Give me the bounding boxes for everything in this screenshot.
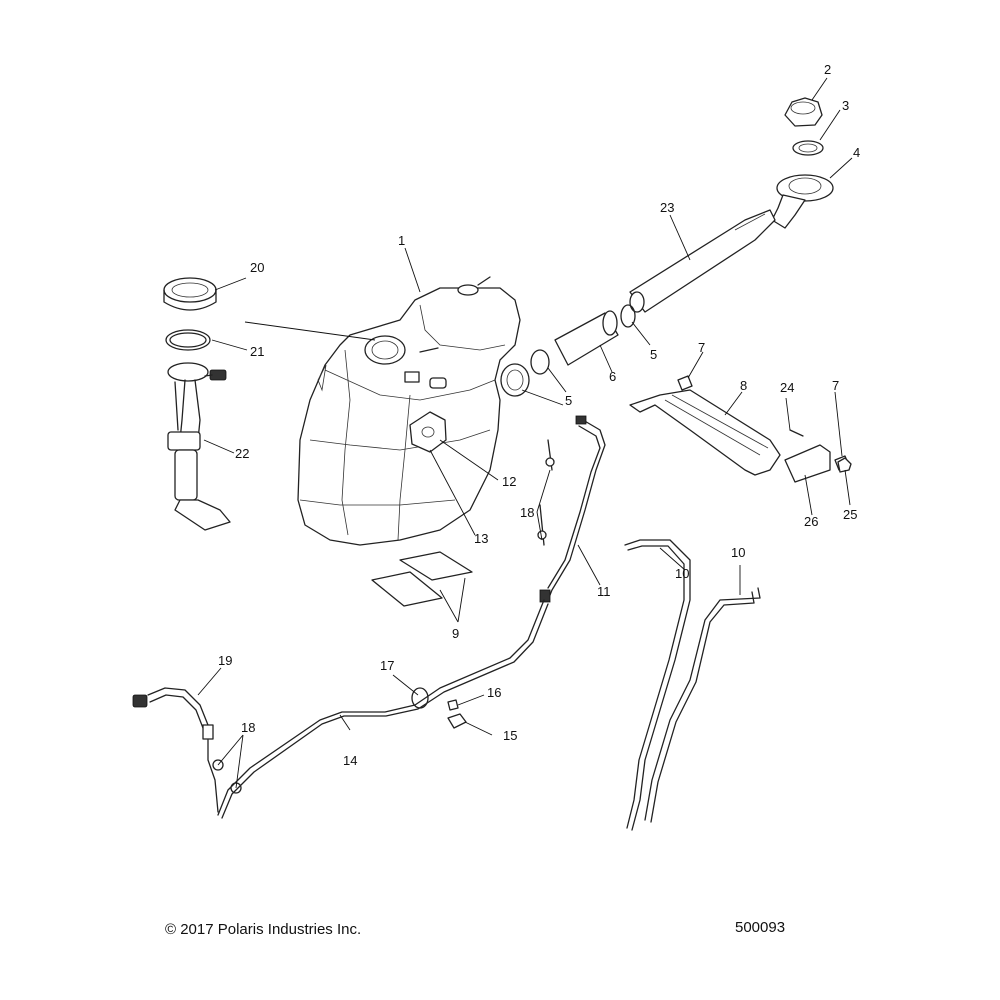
callout-26: 26 [804, 514, 818, 529]
callout-7-left: 7 [698, 340, 705, 355]
callout-17: 17 [380, 658, 394, 673]
fuel-line-main [217, 599, 549, 819]
callout-24: 24 [780, 380, 794, 395]
callout-10-upper: 10 [731, 545, 745, 560]
tank-pad-lower [371, 571, 443, 607]
connector-hose [132, 687, 219, 813]
callout-13: 13 [474, 531, 488, 546]
filler-hose [554, 310, 619, 366]
callout-3: 3 [842, 98, 849, 113]
fuel-line-tank [539, 415, 606, 603]
callout-9: 9 [452, 626, 459, 641]
vent-line-right [644, 587, 761, 823]
callout-2: 2 [824, 62, 831, 77]
callout-19: 19 [218, 653, 232, 668]
callout-7-right: 7 [832, 378, 839, 393]
callout-labels: 1 2 3 4 23 20 21 5 6 7 5 24 8 7 22 12 18… [218, 62, 860, 768]
callout-11: 11 [597, 584, 611, 599]
fuel-cap [784, 97, 823, 127]
nut [837, 457, 852, 473]
tank-pad-upper [399, 551, 473, 581]
callout-5-upper: 5 [650, 347, 657, 362]
fuel-tank [297, 276, 530, 546]
retaining-clip [447, 713, 467, 729]
hose-clamp-upper [620, 304, 636, 328]
copyright-notice: © 2017 Polaris Industries Inc. [165, 921, 361, 938]
callout-23: 23 [660, 200, 674, 215]
line-clip-upper [545, 439, 555, 471]
callout-16: 16 [487, 685, 501, 700]
pump-seal [165, 329, 211, 351]
line-clip-mid [537, 504, 547, 546]
clip-bolt [447, 699, 459, 711]
vent-line-left [624, 539, 691, 831]
cap-gasket [792, 140, 824, 156]
leader-lines [197, 77, 853, 789]
side-bracket [784, 444, 831, 483]
bolt-left [677, 375, 693, 391]
callout-4: 4 [853, 145, 860, 160]
callout-21: 21 [250, 344, 264, 359]
callout-18-lower: 18 [241, 720, 255, 735]
support-bracket [629, 389, 781, 476]
callout-5-lower: 5 [565, 393, 572, 408]
pump-lock-ring [163, 277, 217, 311]
callout-12: 12 [502, 474, 516, 489]
diagram-number: 500093 [735, 919, 785, 936]
line-clamp [411, 687, 429, 709]
callout-1: 1 [398, 233, 405, 248]
callout-14: 14 [343, 753, 357, 768]
filler-neck [771, 174, 834, 229]
tank-mount-bracket [409, 411, 447, 453]
callout-15: 15 [503, 728, 517, 743]
callout-20: 20 [250, 260, 264, 275]
callout-25: 25 [843, 507, 857, 522]
callout-18-upper: 18 [520, 505, 534, 520]
callout-22: 22 [235, 446, 249, 461]
fuel-pump-assembly [167, 362, 231, 531]
line-clip-lower [212, 759, 242, 794]
filler-tube [629, 209, 776, 313]
callout-6: 6 [609, 369, 616, 384]
callout-10-lower: 10 [675, 566, 689, 581]
hose-clamp-lower [530, 349, 550, 375]
callout-8: 8 [740, 378, 747, 393]
pin-bolt [789, 429, 804, 437]
